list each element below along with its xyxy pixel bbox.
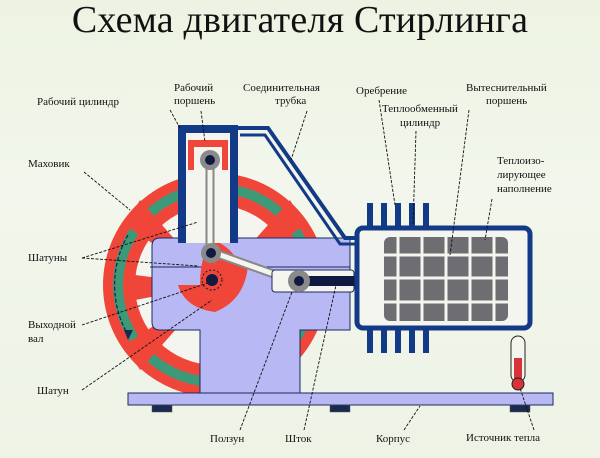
label-slider: Ползун <box>210 433 245 445</box>
label-connecting-rods: Шатуны <box>28 252 68 264</box>
label-heat-exchange-cylinder-1: Теплообменный <box>382 103 458 115</box>
leader-lines <box>81 99 535 431</box>
label-insulating-filling-3: наполнение <box>497 183 552 195</box>
displacer-piston <box>384 237 508 321</box>
label-working-piston-2: поршень <box>174 95 216 107</box>
label-fins: Оребрение <box>356 85 407 97</box>
label-connecting-tube-2: трубка <box>275 95 307 107</box>
label-heat-exchange-cylinder-2: цилиндр <box>400 117 441 129</box>
output-shaft <box>206 274 218 286</box>
label-housing: Корпус <box>376 433 411 445</box>
rod <box>296 276 382 286</box>
label-displacer-piston-2: поршень <box>486 95 528 107</box>
label-connecting-rod: Шатун <box>37 385 69 397</box>
label-heat-source: Источник тепла <box>466 432 541 444</box>
label-connecting-tube-1: Соединительная <box>243 82 320 94</box>
label-output-shaft-1: Выходной <box>28 319 76 331</box>
diagram-title: Схема двигателя Стирлинга <box>71 0 529 41</box>
heat-source-thermometer <box>510 335 526 391</box>
heat-exchange-cylinder <box>354 203 533 353</box>
connecting-tube <box>236 126 360 240</box>
label-working-cylinder: Рабочий цилиндр <box>37 96 120 108</box>
base-plate <box>127 392 554 406</box>
label-working-piston-1: Рабочий <box>174 82 214 94</box>
label-flywheel: Маховик <box>28 158 70 170</box>
label-insulating-filling-2: лирующее <box>497 169 546 181</box>
label-displacer-piston-1: Вытеснительный <box>466 82 547 94</box>
label-output-shaft-2: вал <box>28 333 44 345</box>
label-insulating-filling-1: Теплоизо- <box>497 155 545 167</box>
label-rod: Шток <box>285 433 312 445</box>
